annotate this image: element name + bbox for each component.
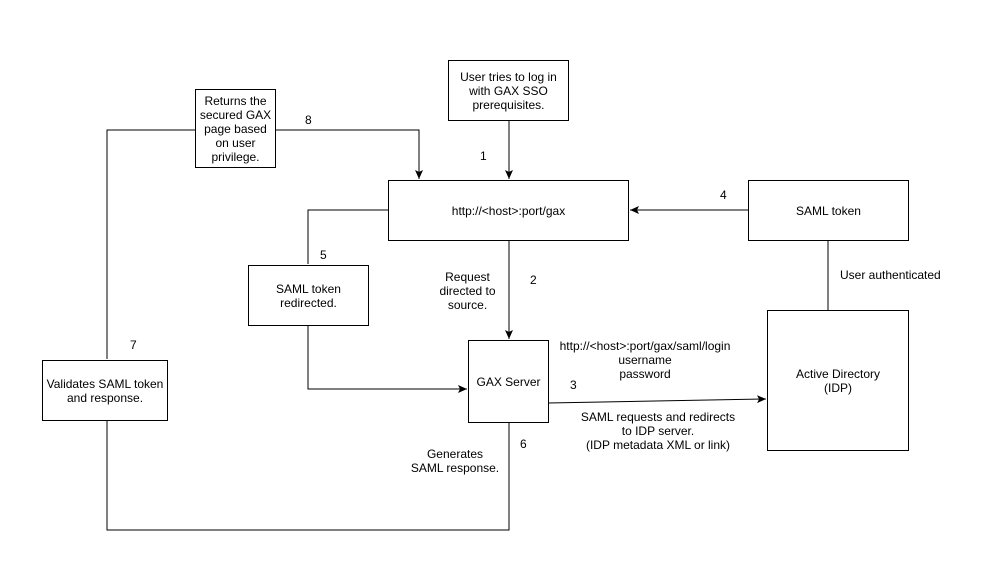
saml-redirected-text: SAML token redirected. [276, 281, 341, 310]
active-directory-text: Active Directory (IDP) [795, 366, 881, 395]
step-1-number: 1 [480, 149, 487, 163]
step-7-number: 7 [130, 338, 137, 352]
saml-token-node: SAML token [748, 180, 909, 241]
login-url-label: http://<host>:port/gax/saml/login userna… [559, 339, 731, 381]
step-2-number: 2 [530, 273, 537, 287]
user-authenticated-label: User authenticated [840, 268, 941, 282]
returns-page-node: Returns the secured GAX page based on us… [195, 89, 276, 168]
edge-5 [307, 209, 388, 264]
user-login-text: User tries to log in with GAX SSO prereq… [460, 69, 557, 112]
edge-7 [106, 129, 195, 359]
step-6-number: 6 [520, 437, 527, 451]
edge-6 [106, 421, 510, 531]
gax-url-text: http://<host>:port/gax [451, 203, 566, 218]
gax-url-node: http://<host>:port/gax [388, 180, 629, 241]
step-4-number: 4 [720, 188, 727, 202]
user-login-node: User tries to log in with GAX SSO prereq… [448, 60, 569, 121]
step-3-number: 3 [570, 378, 577, 392]
saml-token-text: SAML token [796, 203, 861, 218]
gax-server-text: GAX Server [476, 374, 541, 389]
edge-8 [276, 129, 423, 179]
active-directory-node: Active Directory (IDP) [767, 310, 909, 451]
validates-node: Validates SAML token and response. [42, 360, 168, 421]
saml-requests-label: SAML requests and redirects to IDP serve… [580, 410, 736, 452]
saml-redirected-node: SAML token redirected. [248, 265, 369, 326]
edge-5b [307, 326, 467, 393]
gax-server-node: GAX Server [468, 340, 549, 423]
step-5-number: 5 [320, 248, 327, 262]
request-directed-label: Request directed to source. [439, 270, 496, 312]
validates-text: Validates SAML token and response. [46, 376, 164, 405]
returns-page-text: Returns the secured GAX page based on us… [199, 93, 272, 164]
generates-label: Generates SAML response. [410, 447, 500, 475]
step-8-number: 8 [305, 113, 312, 127]
edge-3 [547, 395, 767, 404]
